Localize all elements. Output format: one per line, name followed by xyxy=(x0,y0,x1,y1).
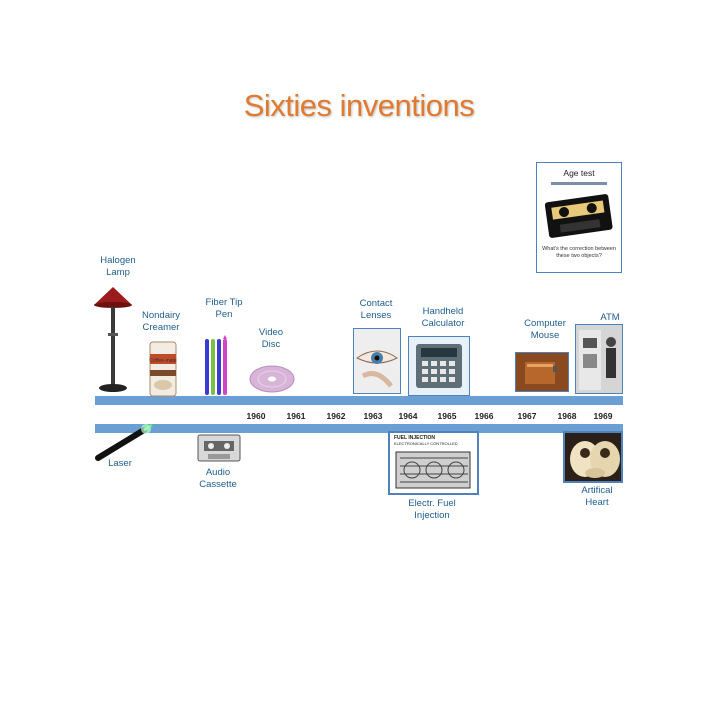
year-label: 1966 xyxy=(474,411,494,421)
computer-mouse-image xyxy=(515,352,569,392)
atm-label: ATM xyxy=(600,312,620,323)
age-test-image xyxy=(544,182,613,238)
fuel-injection-ad-line1: FUEL INJECTION xyxy=(394,435,436,441)
halogen-lamp-label: Halogen Lamp xyxy=(100,255,136,278)
electr-fuel-injection-label: Electr. Fuel Injection xyxy=(408,498,456,521)
halogen-lamp-image xyxy=(94,287,132,392)
year-label: 1968 xyxy=(557,411,577,421)
fiber-tip-pen-image xyxy=(205,335,227,395)
handheld-calculator-label: Handheld Calculator xyxy=(421,306,465,329)
year-label: 1969 xyxy=(593,411,613,421)
contact-lenses-label: Contact Lenses xyxy=(359,298,393,321)
laser-label: Laser xyxy=(108,458,132,469)
age-test-card: Age test What's the correction between t… xyxy=(536,162,622,273)
fiber-tip-pen-label: Fiber Tip Pen xyxy=(205,297,243,320)
video-disc-label: Video Disc xyxy=(258,327,284,350)
age-test-heading: Age test xyxy=(563,168,595,178)
year-label: 1962 xyxy=(326,411,346,421)
computer-mouse-label: Computer Mouse xyxy=(524,318,566,341)
laser-image xyxy=(95,423,153,461)
creamer-can-text: Coffee-mate xyxy=(149,358,177,364)
artificial-heart-label: Artifical Heart xyxy=(581,485,613,508)
atm-image xyxy=(575,324,623,394)
year-label: 1964 xyxy=(398,411,418,421)
year-label: 1963 xyxy=(363,411,383,421)
artificial-heart-image xyxy=(563,431,623,483)
year-label: 1960 xyxy=(246,411,266,421)
engine-illustration xyxy=(395,451,471,489)
fuel-injection-image: FUEL INJECTION ELECTRONICALLY CONTROLLED xyxy=(388,431,479,495)
year-label: 1961 xyxy=(286,411,306,421)
nondairy-creamer-image xyxy=(149,341,177,397)
page-title: Sixties inventions xyxy=(243,88,475,123)
audio-cassette-label: Audio Cassette xyxy=(199,467,237,490)
audio-cassette-image xyxy=(197,434,241,462)
timeline-bar-top xyxy=(95,396,623,405)
handheld-calculator-image xyxy=(408,336,470,396)
video-disc-image xyxy=(249,365,295,393)
age-test-caption: What's the correction between these two … xyxy=(542,246,616,259)
year-label: 1967 xyxy=(517,411,537,421)
year-label: 1965 xyxy=(437,411,457,421)
nondairy-creamer-label: Nondairy Creamer xyxy=(141,310,181,333)
fuel-injection-ad-line2: ELECTRONICALLY CONTROLLED xyxy=(394,441,458,446)
timeline-bar-bottom xyxy=(95,424,623,433)
contact-lenses-image xyxy=(353,328,401,394)
